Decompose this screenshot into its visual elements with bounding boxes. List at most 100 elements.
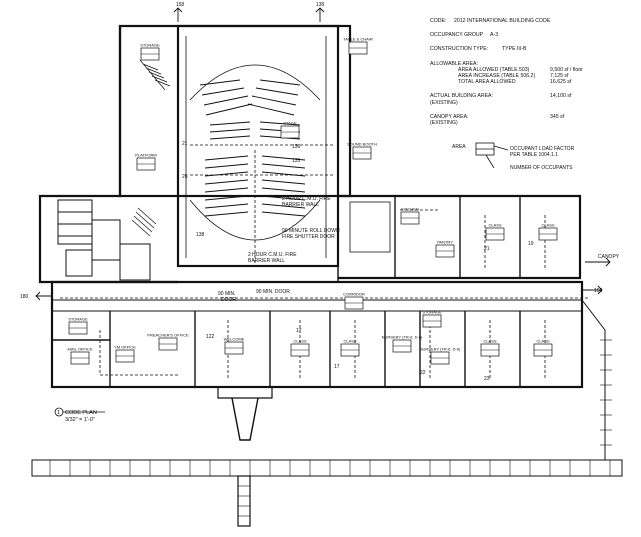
exit-label-top-left: 158 (176, 2, 185, 8)
room-name: STORAGE (68, 317, 88, 322)
total-area-row: TOTAL AREA ALLOWED 16,625 sf (430, 79, 635, 85)
legend-load-factor-1: OCCUPANT LOAD FACTOR (510, 146, 575, 152)
fire-roll-label-1: 90 MINUTE ROLL DOWN (282, 228, 340, 234)
legend-area: AREA (452, 144, 466, 150)
door-label-a: 90 MIN. (218, 291, 236, 297)
room-name: WELCOME (224, 337, 245, 342)
room-tag-pantry: PANTRY (435, 240, 455, 258)
code-summary: CODE: 2012 INTERNATIONAL BUILDING CODE O… (430, 0, 635, 126)
fire-wall-label-1: 2 HOUR C.M.U. FIRE (282, 196, 331, 202)
area-allowed-value: 9,500 sf / floor (550, 66, 583, 73)
room-name: TABLE & CHAIR (343, 37, 373, 42)
room-name: KITCHEN (401, 207, 419, 212)
canopy-area-row: CANOPY AREA: 345 sf (430, 114, 635, 120)
room-name: SOUND BOOTH (347, 142, 377, 147)
corridor-walls (50, 280, 584, 389)
room-tag-stage: STAGE (280, 121, 300, 139)
plan-title-scale: 3/32" = 1'-0" (65, 417, 95, 423)
area-allowed-row: AREA ALLOWED (TABLE 503) 9,500 sf / floo… (430, 67, 635, 73)
area-allowed-label: AREA ALLOWED (TABLE 503) (458, 66, 530, 73)
room-name: CLASS (541, 223, 554, 228)
sanctuary-walls (38, 24, 582, 284)
room-tag-mail-office: MAIL OFFICE (68, 347, 93, 365)
room-tag-kitchen: KITCHEN (400, 207, 420, 225)
code-row: CODE: 2012 INTERNATIONAL BUILDING CODE (430, 18, 635, 24)
fire-roll-label-2: FIRE SHUTTER DOOR (282, 234, 335, 240)
room-name: CLASS (293, 339, 306, 344)
lower-room-partitions (52, 311, 521, 387)
sanctuary-arcs (185, 36, 327, 258)
num-21b: 21 (484, 246, 490, 252)
exit-label-left: 180 (20, 294, 29, 300)
code-label: CODE: (430, 18, 447, 24)
construction-value: TYPE III-B (502, 46, 527, 53)
room-tag-table-chair: TABLE & CHAIR (343, 37, 373, 55)
num-21a: 21 (182, 141, 188, 147)
actual-area-row: ACTUAL BUILDING AREA: 14,100 sf (430, 93, 635, 99)
room-tag-class-5: CLASS (480, 339, 500, 357)
num-22: 22 (420, 370, 426, 376)
sanctuary-seating (199, 79, 306, 217)
actual-area-label: ACTUAL BUILDING AREA: (430, 93, 493, 100)
num-138: 138 (196, 232, 205, 238)
tag-legend: AREA OCCUPANT LOAD FACTOR PER TABLE 1004… (450, 140, 630, 176)
room-name: STAGE (283, 121, 297, 126)
canopy-area-sub: (EXISTING) (430, 120, 635, 126)
num-136: 136 (292, 144, 301, 150)
legend-occupants: NUMBER OF OCCUPANTS (510, 165, 573, 171)
service-rooms (57, 199, 151, 281)
construction-label: CONSTRUCTION TYPE: (430, 46, 489, 53)
plan-title-marker (54, 407, 105, 417)
num-122: 122 (206, 334, 215, 340)
allowable-title-text: ALLOWABLE AREA: (430, 60, 478, 67)
room-tag-class-1: CLASS (485, 223, 505, 241)
total-area-label: TOTAL AREA ALLOWED (458, 79, 516, 86)
room-tag-platform: PLATFORM (135, 153, 157, 171)
egress-paths (60, 144, 590, 380)
area-increase-value: 7,125 sf (550, 73, 569, 80)
room-tags: STORAGE TABLE & CHAIR STAGE PLATFORM SOUND B… (68, 37, 558, 365)
room-tag-storage-3: STORAGE (68, 317, 88, 335)
room-name: CLASS (343, 339, 356, 344)
plan-title-number: 1 (57, 410, 61, 416)
plan-title-name: CODE PLAN (65, 410, 97, 416)
occupancy-value: A-3 (490, 32, 499, 39)
room-tag-preachers-office: PREACHER'S OFFICE (147, 333, 189, 351)
room-name: PREACHER'S OFFICE (147, 333, 189, 338)
area-increase-row: AREA INCREASE (TABLE 506.2) 7,125 sf (430, 73, 635, 79)
room-name: NURSERY (TR-6, D-6) (420, 347, 461, 352)
room-tag-nursery-2: NURSERY (TR-6, D-6) (420, 347, 461, 365)
canopy-area-value: 345 sf (550, 113, 565, 120)
num-19: 19 (528, 241, 534, 247)
stairs (131, 59, 171, 237)
room-tag-storage: STORAGE (140, 43, 160, 61)
room-tag-sound-booth: SOUND BOOTH (347, 142, 377, 160)
num-135: 135 (292, 158, 301, 164)
num-17b: 17 (334, 364, 340, 370)
room-name: NURSERY (TR-6, D-6) (382, 335, 423, 340)
room-tag-storage-2: STORAGE (422, 310, 442, 328)
room-name: STORAGE (422, 310, 442, 315)
occupancy-row: OCCUPANCY GROUP A-3 (430, 32, 635, 38)
fire-wall-label-2: 2 HOUR C.M.U. FIRE (248, 252, 297, 258)
canopy-area-sub-text: (EXISTING) (430, 120, 458, 127)
room-name: CLASS (536, 339, 549, 344)
num-17a: 17 (296, 328, 302, 334)
fire-wall-label-2b: BARRIER WALL (248, 258, 285, 264)
num-23: 23 (484, 376, 490, 382)
actual-area-sub-text: (EXISTING) (430, 99, 458, 106)
room-tag-corridor: CORRIDOR (343, 292, 365, 310)
occupancy-label: OCCUPANCY GROUP (430, 32, 484, 39)
exit-arrows (35, 7, 611, 301)
room-name: CORRIDOR (343, 292, 365, 297)
room-tag-class-3: CLASS (290, 339, 310, 357)
canopy-label: CANOPY (598, 254, 620, 260)
room-name: CLASS (483, 339, 496, 344)
actual-area-sub: (EXISTING) (430, 100, 635, 106)
room-tag-ym-office: YM OFFICE (114, 345, 136, 363)
door-label-a2: DOOR (221, 297, 236, 303)
canopy-area-label: CANOPY AREA: (430, 113, 469, 120)
fire-wall-label-1b: BARRIER WALL (282, 202, 319, 208)
actual-area-value: 14,100 sf (550, 93, 572, 100)
